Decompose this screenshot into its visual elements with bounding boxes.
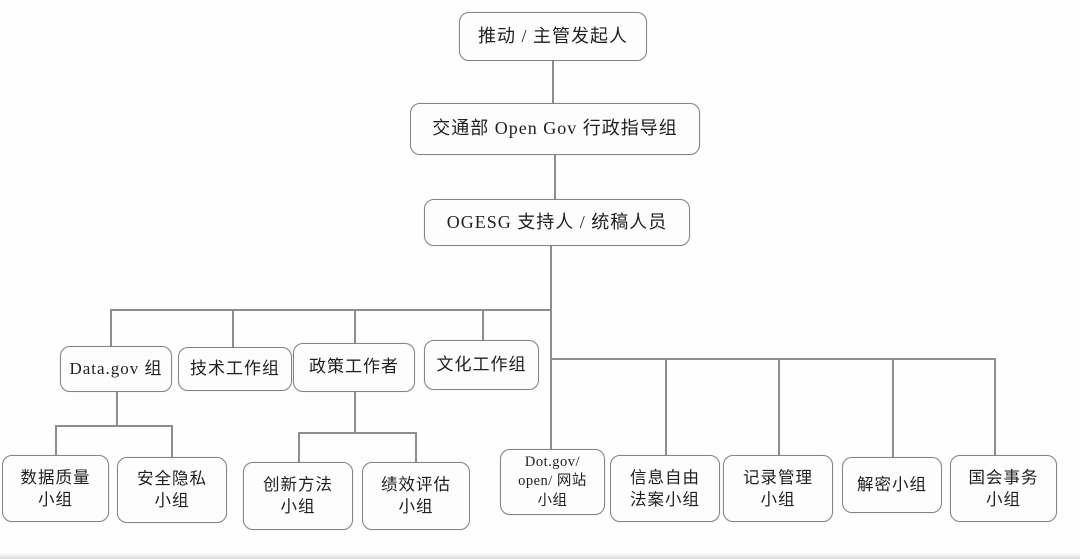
org-node-policy-workers: 政策工作者 — [293, 343, 415, 392]
connector-line — [298, 432, 300, 462]
connector-line — [298, 432, 416, 434]
org-node-security-privacy-subgroup: 安全隐私 小组 — [117, 457, 227, 523]
org-node-data-quality-subgroup: 数据质量 小组 — [2, 455, 109, 522]
org-node-ogesg-support: OGESG 支持人 / 统稿人员 — [424, 199, 690, 246]
connector-line — [415, 432, 417, 462]
connector-line — [552, 61, 554, 103]
org-node-records-mgmt-subgroup: 记录管理 小组 — [723, 455, 833, 522]
connector-line — [994, 358, 996, 455]
connector-line — [55, 425, 57, 455]
connector-line — [778, 358, 780, 455]
org-node-datagov-group: Data.gov 组 — [60, 346, 172, 392]
org-node-innovation-methods-subgroup: 创新方法 小组 — [243, 462, 353, 530]
connector-line — [354, 309, 356, 343]
connector-line — [482, 309, 484, 340]
org-node-congressional-affairs-subgroup: 国会事务 小组 — [950, 455, 1057, 522]
org-node-declassification-subgroup: 解密小组 — [842, 457, 942, 513]
connector-line — [550, 246, 552, 449]
org-node-culture-workgroup: 文化工作组 — [424, 340, 539, 390]
connector-line — [554, 155, 556, 199]
connector-line — [116, 392, 118, 425]
connector-line — [550, 358, 995, 360]
connector-line — [892, 358, 894, 457]
connector-line — [354, 392, 356, 432]
connector-line — [55, 425, 172, 427]
connector-line — [665, 358, 667, 455]
connector-line — [232, 309, 234, 347]
org-node-performance-eval-subgroup: 绩效评估 小组 — [362, 462, 470, 530]
org-node-steering-group: 交通部 Open Gov 行政指导组 — [410, 103, 700, 155]
org-node-dotgov-website-subgroup: Dot.gov/ open/ 网站 小组 — [500, 449, 605, 515]
org-node-tech-workgroup: 技术工作组 — [178, 347, 292, 391]
connector-line — [110, 309, 112, 346]
org-node-foia-subgroup: 信息自由 法案小组 — [610, 455, 720, 522]
bottom-edge-shading — [0, 553, 1080, 559]
connector-line — [171, 425, 173, 457]
connector-line — [110, 309, 551, 311]
org-node-sponsor: 推动 / 主管发起人 — [459, 12, 647, 61]
